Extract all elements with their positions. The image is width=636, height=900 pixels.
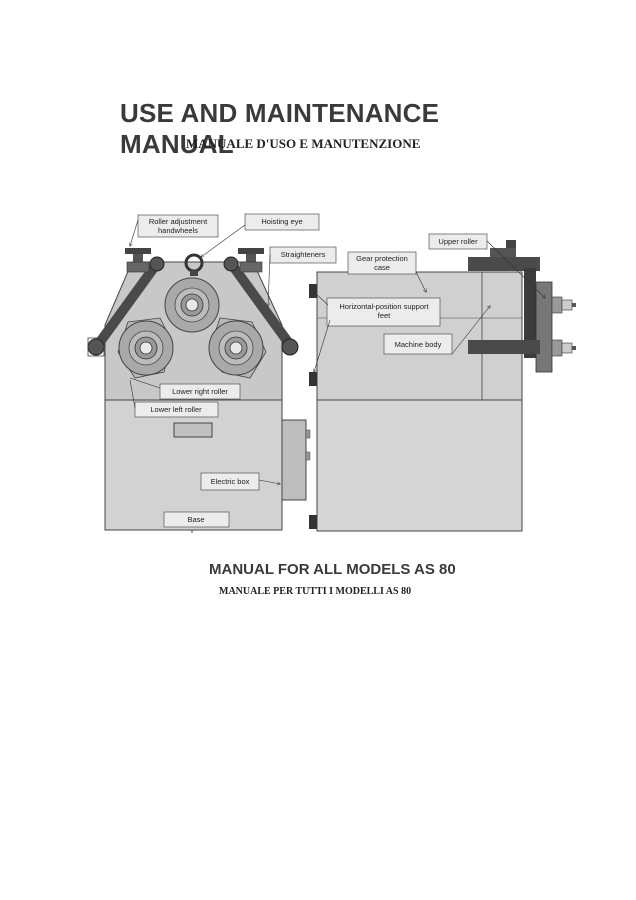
- right-handwheel: [238, 248, 264, 273]
- upper-roller-shaft: [468, 257, 540, 271]
- lower-right-roller-label: Lower right roller: [172, 387, 228, 396]
- electric-box-shape: [281, 419, 307, 501]
- label-gear-protection: Gear protection case: [347, 251, 426, 292]
- hoisting-eye-label: Hoisting eye: [261, 217, 302, 226]
- label-hoisting-eye: Hoisting eye: [201, 213, 320, 257]
- models-subtitle: MANUALE PER TUTTI I MODELLI AS 80: [219, 586, 412, 597]
- gear-protection-label-line1: Gear protection: [356, 254, 408, 263]
- front-view: [87, 248, 311, 533]
- label-lower-left-roller: Lower left roller: [129, 379, 219, 418]
- gear-protection-label-line2: case: [374, 263, 390, 272]
- manual-subtitle: MANUALE D'USO E MANUTENZIONE: [186, 136, 421, 151]
- lower-left-roller-label: Lower left roller: [150, 405, 202, 414]
- label-base: Base: [163, 511, 230, 528]
- machine-body-label: Machine body: [395, 340, 442, 349]
- manual-title: USE AND MAINTENANCE MANUAL: [120, 98, 440, 159]
- models-title: MANUAL FOR ALL MODELS AS 80: [209, 561, 456, 578]
- lower-left-roller-front: [117, 317, 174, 379]
- horizontal-support-label-line1: Horizontal-position support: [339, 302, 429, 311]
- label-electric-box: Electric box: [200, 472, 280, 491]
- electric-box-label: Electric box: [211, 477, 250, 486]
- label-upper-roller: Upper roller: [428, 233, 545, 298]
- base-label: Base: [187, 515, 204, 524]
- hoisting-eye-shape: [184, 253, 204, 276]
- label-roller-adjustment: Roller adjustment handwheels: [130, 214, 219, 246]
- roller-adjustment-label-line2: handwheels: [158, 226, 198, 235]
- label-lower-right-roller: Lower right roller: [129, 377, 241, 400]
- lower-right-roller-front: [208, 317, 267, 379]
- right-straightener: [225, 257, 293, 347]
- side-view: [309, 240, 576, 532]
- label-horizontal-support: Horizontal-position support feet: [314, 292, 441, 372]
- left-handwheel: [125, 248, 151, 273]
- left-straightener: [95, 257, 163, 347]
- label-straighteners: Straighteners: [268, 246, 337, 306]
- straighteners-label: Straighteners: [281, 250, 326, 259]
- roller-adjustment-label-line1: Roller adjustment: [149, 217, 208, 226]
- horizontal-support-label-line2: feet: [378, 311, 391, 320]
- label-machine-body: Machine body: [383, 306, 490, 355]
- upper-roller-label: Upper roller: [438, 237, 478, 246]
- upper-roller-front: [164, 277, 220, 333]
